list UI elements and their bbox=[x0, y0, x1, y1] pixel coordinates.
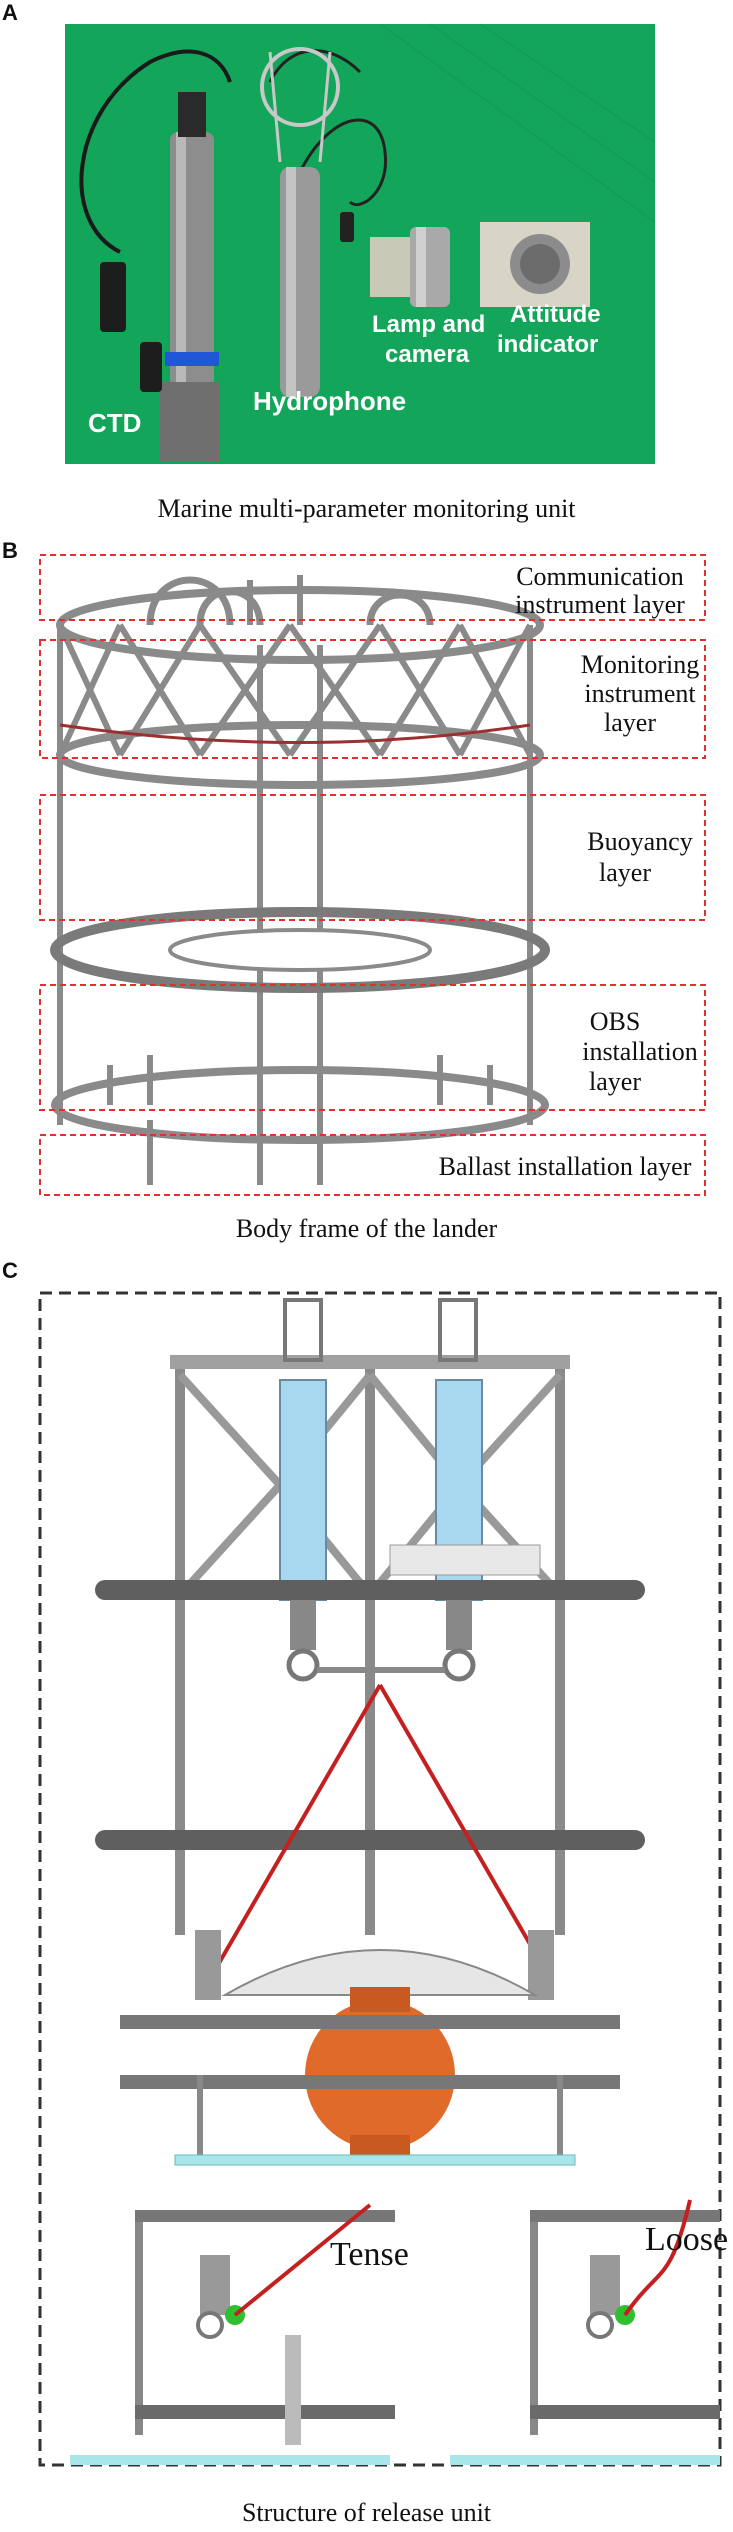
loose-detail bbox=[450, 2199, 720, 2465]
monitoring-layer-label-3: layer bbox=[604, 708, 656, 737]
lamp-camera-device bbox=[370, 227, 450, 307]
release-cylinders bbox=[279, 1298, 483, 1682]
monitoring-layer-label-2: instrument bbox=[584, 679, 696, 708]
communication-layer-box bbox=[39, 554, 706, 621]
obs-layer-label-2: installation bbox=[582, 1037, 698, 1066]
panel-a-photo: CTD Hydrophone Lamp and camera Attitude … bbox=[65, 23, 656, 464]
panel-a-letter: A bbox=[2, 0, 18, 25]
ctd-device bbox=[100, 92, 220, 462]
panel-a-caption: Marine multi-parameter monitoring unit bbox=[157, 494, 576, 523]
ballast-layer-box bbox=[39, 1134, 706, 1196]
attitude-label-line2: indicator bbox=[497, 331, 598, 358]
panel-b-caption: Body frame of the lander bbox=[235, 1214, 498, 1243]
obs-layer-label-3: layer bbox=[589, 1067, 641, 1096]
ballast-layer-label: Ballast installation layer bbox=[439, 1152, 692, 1181]
panel-b-letter: B bbox=[2, 538, 18, 563]
panel-c-release-diagram: Tense Loose bbox=[38, 1291, 728, 2467]
monitoring-layer-box bbox=[39, 639, 706, 759]
communication-layer-label-1: Communication bbox=[516, 562, 684, 591]
lamp-camera-label-line1: Lamp and bbox=[372, 311, 485, 338]
attitude-indicator-device bbox=[480, 222, 590, 307]
attitude-label-line1: Attitude bbox=[510, 301, 601, 328]
monitoring-layer-label-1: Monitoring bbox=[581, 650, 699, 679]
lamp-camera-label-line2: camera bbox=[385, 341, 470, 368]
panel-b-frame-diagram: Communication instrument layer Monitorin… bbox=[39, 554, 706, 1196]
loose-label: Loose bbox=[645, 2221, 728, 2258]
panel-c-caption: Structure of release unit bbox=[241, 2498, 492, 2527]
hydrophone-device bbox=[260, 47, 354, 397]
buoyancy-layer-box bbox=[39, 794, 706, 921]
buoyancy-layer-label-2: layer bbox=[599, 858, 651, 887]
panel-c-letter: C bbox=[2, 1258, 18, 1283]
tense-label: Tense bbox=[330, 2236, 409, 2273]
obs-layer-label-1: OBS bbox=[590, 1007, 641, 1036]
buoyancy-layer-label-1: Buoyancy bbox=[587, 827, 692, 856]
obs-layer-box bbox=[39, 984, 706, 1111]
tense-detail bbox=[70, 2203, 395, 2465]
hydrophone-label: Hydrophone bbox=[253, 386, 406, 416]
ctd-label: CTD bbox=[88, 408, 141, 438]
communication-layer-label-2: instrument layer bbox=[515, 590, 685, 619]
